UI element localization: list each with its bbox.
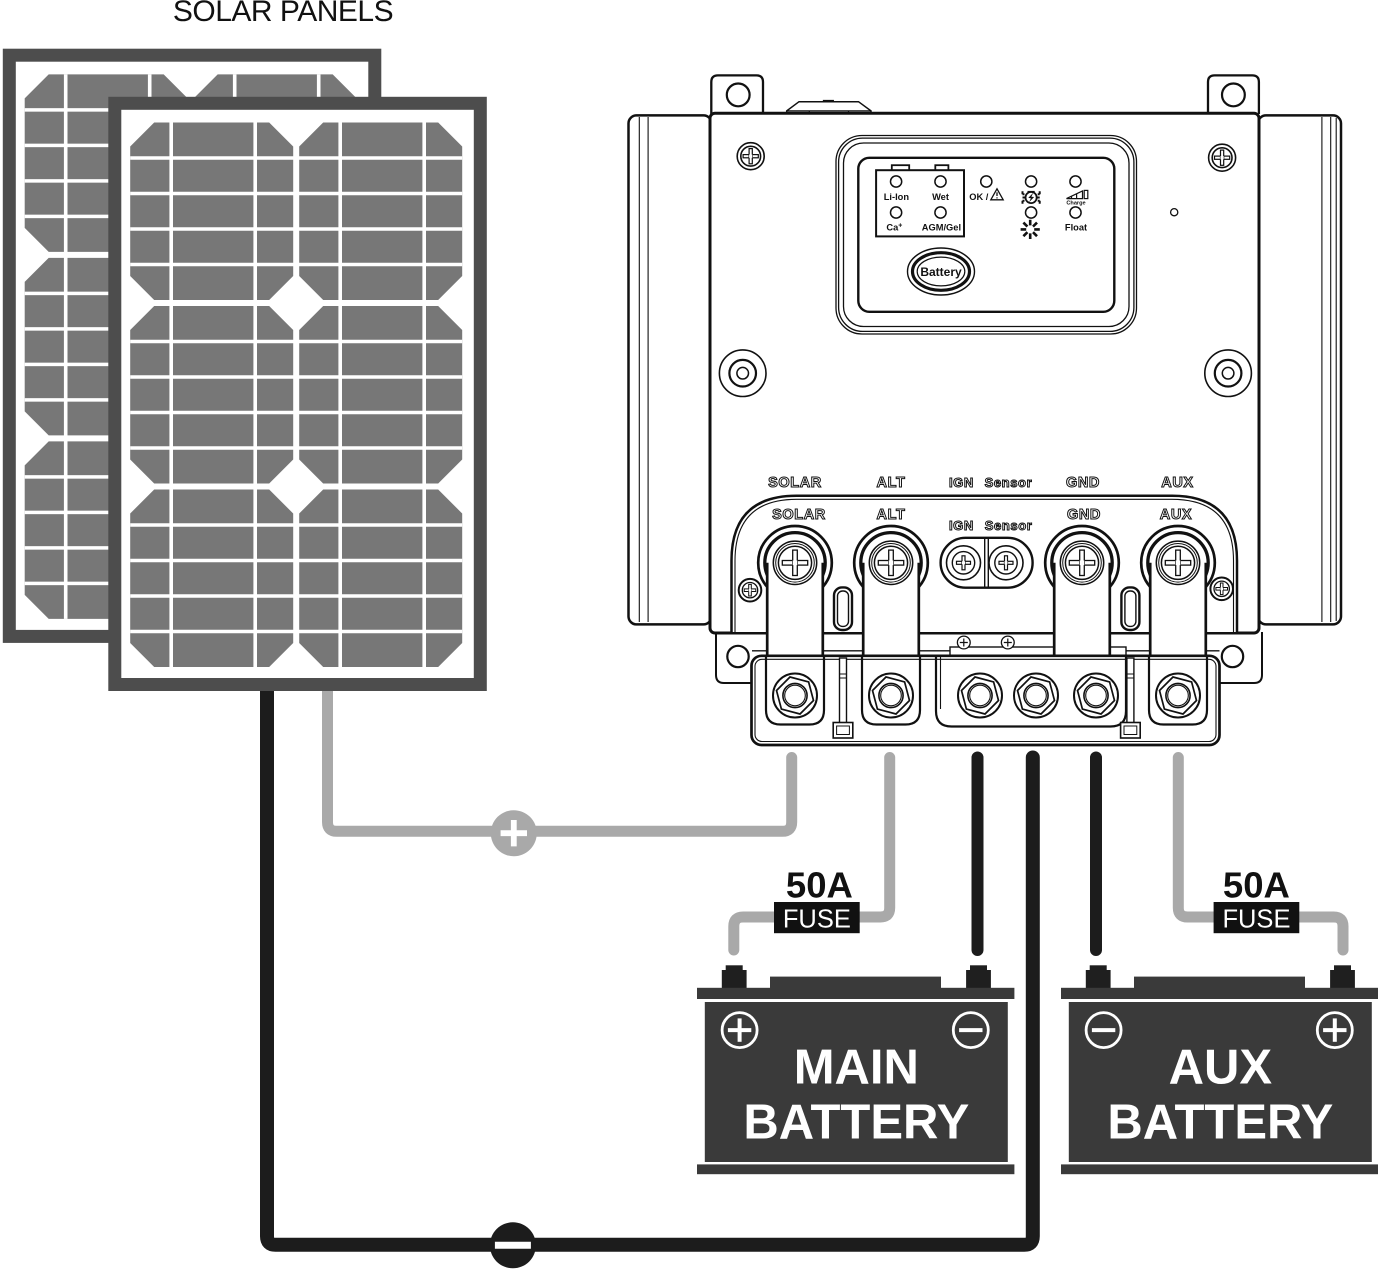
svg-text:AGM/Gel: AGM/Gel [922,223,961,233]
svg-text:50A: 50A [786,864,853,905]
svg-text:ALT: ALT [877,507,906,523]
svg-text:GND: GND [1067,507,1101,523]
svg-text:AUX: AUX [1169,1041,1273,1095]
svg-text:IGN: IGN [949,518,974,533]
svg-text:Charge: Charge [1066,201,1085,207]
svg-text:50A: 50A [1223,864,1290,905]
svg-text:SOLAR: SOLAR [772,507,826,523]
svg-text:SOLAR: SOLAR [768,475,822,491]
svg-text:Float: Float [1065,223,1087,233]
svg-text:Sensor: Sensor [985,475,1033,490]
svg-text:IGN: IGN [949,475,974,490]
svg-text:AUX: AUX [1161,475,1193,491]
svg-text:OK /: OK / [969,192,989,202]
svg-text:ALT: ALT [877,475,906,491]
svg-text:Wet: Wet [932,192,949,202]
svg-text:Sensor: Sensor [985,518,1033,533]
svg-text:Ca+: Ca+ [886,222,902,232]
svg-text:FUSE: FUSE [783,905,851,933]
svg-text:Li-Ion: Li-Ion [884,192,910,202]
svg-text:SOLAR PANELS: SOLAR PANELS [173,0,393,28]
svg-text:MAIN: MAIN [794,1041,919,1095]
svg-text:GND: GND [1066,475,1100,491]
svg-text:BATTERY: BATTERY [743,1096,969,1150]
svg-text:AUX: AUX [1160,507,1192,523]
svg-text:Battery: Battery [920,265,962,279]
svg-text:BATTERY: BATTERY [1107,1096,1333,1150]
svg-text:FUSE: FUSE [1222,905,1290,933]
